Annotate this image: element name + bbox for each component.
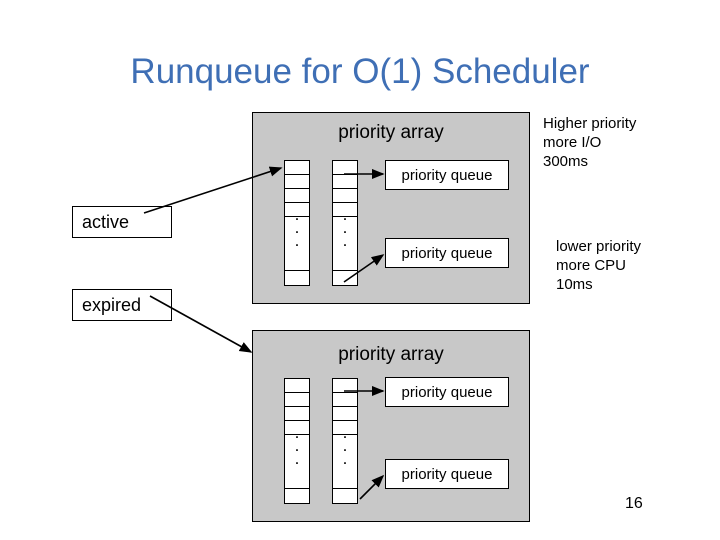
array-cell — [333, 407, 357, 421]
array-cell — [333, 435, 357, 489]
array-cell — [333, 175, 357, 189]
note-line-1: lower priority — [556, 238, 642, 255]
ellipsis-dot: . — [342, 423, 348, 442]
priority-array-label-expired: priority array — [338, 344, 444, 365]
ellipsis-dot: . — [294, 436, 300, 455]
ellipsis-dot: . — [294, 231, 300, 250]
array-cell — [285, 379, 309, 393]
note-lower-priority: lower priority more CPU 10ms — [556, 237, 641, 294]
array-cell — [285, 175, 309, 189]
array-cell — [285, 203, 309, 217]
priority-array-column-active-1 — [284, 160, 310, 286]
priority-array-column-expired-1 — [284, 378, 310, 504]
array-cell — [285, 489, 309, 503]
array-cell — [333, 161, 357, 175]
note-line-1: Higher priority — [543, 115, 637, 132]
note-line-2: more CPU — [556, 257, 627, 274]
ellipsis-dot: . — [294, 449, 300, 468]
active-box: active — [72, 206, 172, 238]
note-line-2: more I/O — [543, 134, 602, 151]
array-ellipsis-active-2: . . . — [332, 205, 358, 250]
ellipsis-dot: . — [342, 205, 348, 224]
array-cell — [333, 271, 357, 285]
note-line-3: 10ms — [556, 276, 593, 293]
ellipsis-dot: . — [294, 218, 300, 237]
ellipsis-dot: . — [342, 436, 348, 455]
priority-queue-box-2: priority queue — [385, 238, 509, 268]
array-cell — [285, 189, 309, 203]
ellipsis-dot: . — [342, 231, 348, 250]
ellipsis-dot: . — [342, 449, 348, 468]
array-cell — [285, 393, 309, 407]
note-higher-priority: Higher priority more I/O 300ms — [543, 114, 636, 171]
array-cell — [285, 217, 309, 271]
array-cell — [333, 203, 357, 217]
array-cell — [333, 421, 357, 435]
priority-queue-box-4: priority queue — [385, 459, 509, 489]
array-cell — [285, 161, 309, 175]
array-cell — [333, 393, 357, 407]
note-line-3: 300ms — [543, 153, 589, 170]
expired-box: expired — [72, 289, 172, 321]
priority-array-column-expired-2 — [332, 378, 358, 504]
array-cell — [285, 435, 309, 489]
page-number: 16 — [625, 495, 643, 512]
array-cell — [333, 379, 357, 393]
priority-array-label-active: priority array — [338, 122, 444, 143]
page-title: Runqueue for O(1) Scheduler — [130, 52, 590, 91]
array-ellipsis-expired-1: . . . — [284, 423, 310, 468]
array-cell — [333, 489, 357, 503]
array-ellipsis-expired-2: . . . — [332, 423, 358, 468]
array-ellipsis-active-1: . . . — [284, 205, 310, 250]
array-cell — [285, 421, 309, 435]
array-cell — [285, 407, 309, 421]
priority-queue-box-3: priority queue — [385, 377, 509, 407]
ellipsis-dot: . — [294, 205, 300, 224]
ellipsis-dot: . — [342, 218, 348, 237]
array-cell — [333, 189, 357, 203]
ellipsis-dot: . — [294, 423, 300, 442]
array-cell — [285, 271, 309, 285]
priority-queue-box-1: priority queue — [385, 160, 509, 190]
